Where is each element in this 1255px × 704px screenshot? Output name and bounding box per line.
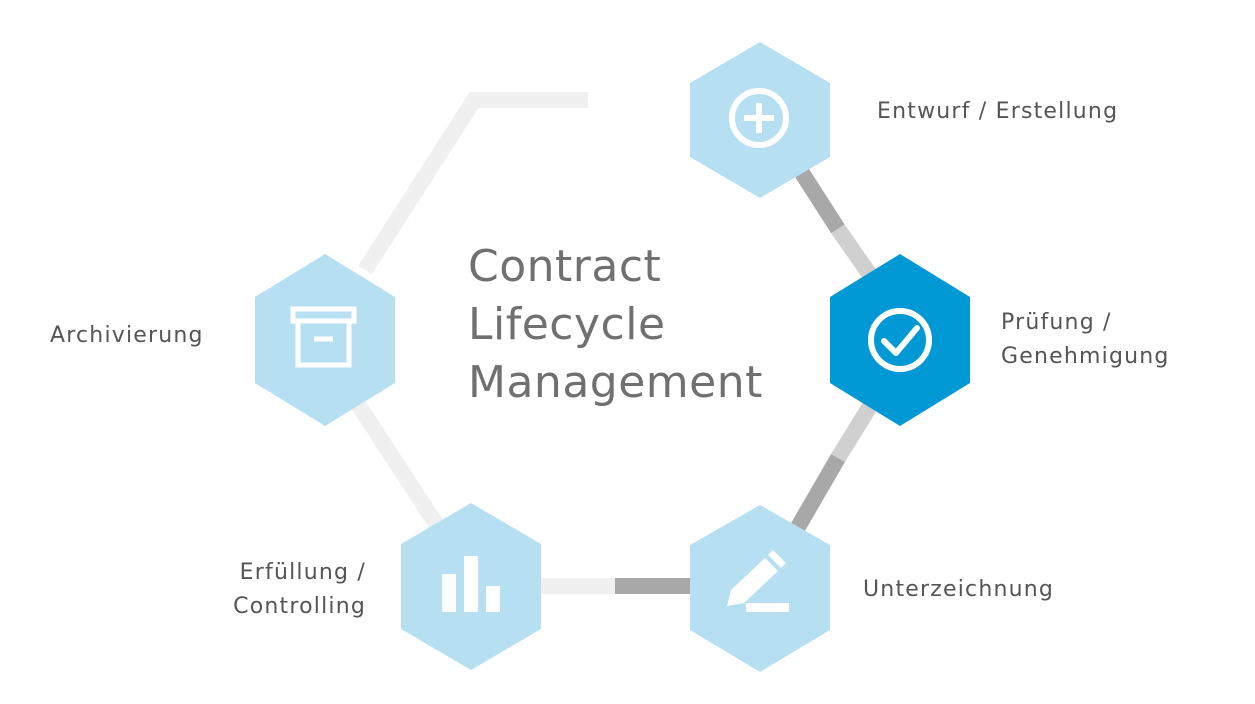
label-line: Archivierung: [50, 323, 204, 348]
label-line: Unterzeichnung: [863, 577, 1055, 602]
label-line: Genehmigung: [1001, 344, 1170, 369]
step-unterzeichnung-node[interactable]: [690, 505, 830, 672]
bar-chart-icon: [442, 556, 500, 612]
step-unterzeichnung-label: Unterzeichnung: [863, 573, 1054, 607]
connector-entwurf-pruefung: [795, 168, 882, 287]
diagram-title: Contract Lifecycle Management: [468, 238, 763, 412]
step-archivierung-label: Archivierung: [50, 319, 204, 353]
faint-connectors: [345, 92, 588, 532]
label-line: Prüfung /: [1001, 310, 1112, 335]
step-erfuellung-node[interactable]: [401, 503, 541, 670]
step-archivierung-node[interactable]: [255, 254, 395, 426]
hexagon-shape: [690, 505, 830, 672]
connector-archivierung-entwurf: [358, 92, 588, 275]
step-entwurf-node[interactable]: [690, 42, 830, 198]
title-line: Contract: [468, 241, 662, 292]
hexagon-shape: [830, 254, 970, 426]
archive-box-icon: [290, 306, 357, 368]
title-line: Management: [468, 357, 763, 408]
label-line: Entwurf / Erstellung: [877, 99, 1119, 124]
title-line: Lifecycle: [468, 299, 666, 350]
connector-archivierung-erfuellung: [345, 390, 445, 532]
step-pruefung-node[interactable]: [830, 254, 970, 426]
pen-sign-icon: [727, 550, 789, 612]
label-line: Erfüllung /: [239, 560, 366, 585]
plus-circle-icon: [729, 88, 789, 148]
grey-connectors: [540, 168, 882, 594]
step-erfuellung-label: Erfüllung / Controlling: [233, 556, 366, 624]
connector-pruefung-unterzeichnung: [791, 393, 882, 532]
check-circle-icon: [868, 308, 932, 372]
label-line: Controlling: [233, 594, 366, 619]
step-entwurf-label: Entwurf / Erstellung: [877, 95, 1118, 129]
step-pruefung-label: Prüfung / Genehmigung: [1001, 306, 1170, 374]
